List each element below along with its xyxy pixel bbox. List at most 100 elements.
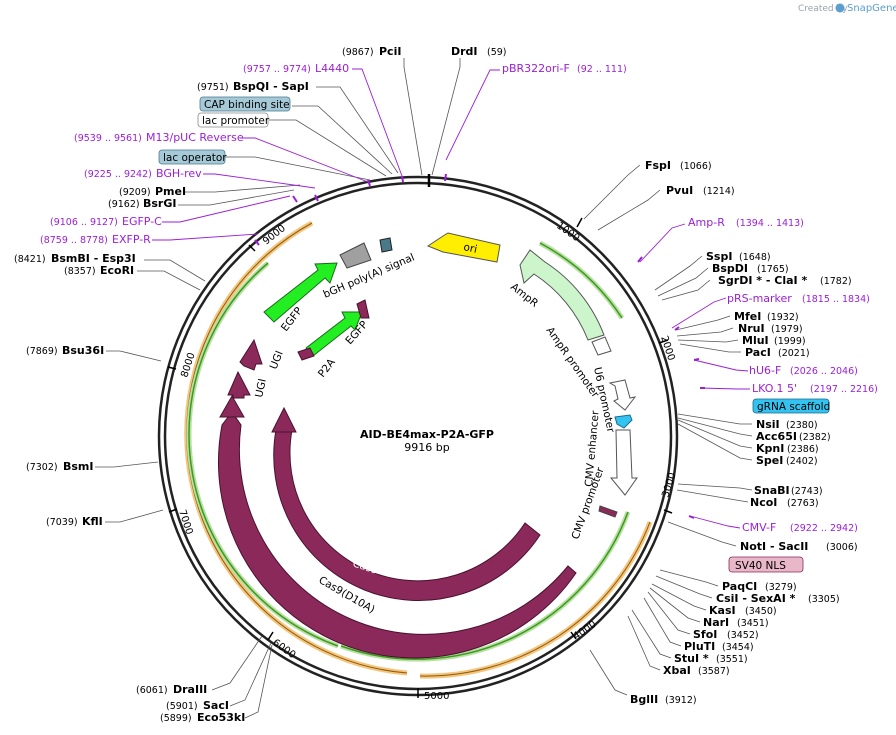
site-pos-snabi: (2743)	[791, 486, 823, 497]
primer-mark	[693, 358, 700, 361]
site-pluti[interactable]: PluTI	[684, 640, 715, 653]
primer-mark	[444, 173, 447, 182]
site-drdi[interactable]: DrdI	[451, 45, 478, 58]
cap-binding-site-label: CAP binding site	[204, 99, 290, 111]
site-bsrgi[interactable]: BsrGI	[143, 197, 176, 210]
ampr-promoter-arrow[interactable]	[591, 336, 612, 356]
site-pos-sspi: (1648)	[739, 252, 771, 263]
tick-mark	[267, 631, 274, 641]
cmv-enhancer-arrow[interactable]	[609, 429, 638, 496]
site-pos-acc65i: (2382)	[799, 432, 831, 443]
site-pvui[interactable]: PvuI	[666, 184, 693, 197]
site-nrui[interactable]: NruI	[738, 322, 765, 335]
site-pmei[interactable]: PmeI	[155, 185, 186, 198]
p2a-arrow[interactable]	[297, 347, 315, 361]
primer-mark	[292, 195, 298, 203]
ampr-label: AmpR	[508, 281, 540, 310]
leader-line	[583, 164, 641, 220]
primer-hu6-f[interactable]: hU6-F	[749, 364, 781, 377]
site-bspdi-clai[interactable]: SgrDI * - ClaI *	[718, 274, 807, 287]
site-bglii[interactable]: BglII	[630, 693, 658, 706]
site-kasi[interactable]: KasI	[709, 604, 736, 617]
grna-scaffold-arrow[interactable]	[614, 414, 633, 429]
cas9-d10a-arc[interactable]	[217, 411, 577, 659]
ugi-arrow-1[interactable]	[227, 370, 251, 399]
primer-pbr322ori-f[interactable]: pBR322ori-F	[502, 62, 570, 75]
cmv-promoter-arrow[interactable]	[598, 505, 618, 518]
primer-m13-puc-reverse[interactable]: M13/pUC Reverse	[146, 131, 244, 144]
leader-line	[651, 583, 707, 611]
site-kpni[interactable]: KpnI	[756, 442, 784, 455]
site-mfei[interactable]: MfeI	[734, 310, 761, 323]
site-paqci[interactable]: PaqCI	[722, 580, 757, 593]
site-xbai[interactable]: XbaI	[663, 664, 691, 677]
egfp-arrow-2[interactable]	[305, 311, 363, 357]
ugi-arrow-2[interactable]	[239, 338, 263, 371]
site-bspqi-sapi[interactable]: BspQI - SapI	[233, 80, 309, 93]
site-sgrdi[interactable]: BspDI	[712, 262, 748, 275]
site-bsu36i[interactable]: Bsu36I	[62, 344, 104, 357]
bgh-polya-box[interactable]	[339, 242, 372, 269]
site-saci[interactable]: SacI	[203, 699, 229, 712]
primer-cmv-f[interactable]: CMV-F	[742, 521, 776, 534]
primer-range-m13: (9539 .. 9561)	[74, 133, 142, 144]
site-csii-sexai[interactable]: CsiI - SexAI *	[716, 592, 796, 605]
site-pos-mfei: (1932)	[767, 312, 799, 323]
site-snabi[interactable]: SnaBI	[754, 484, 790, 497]
leader-line	[106, 350, 162, 362]
site-bsmi[interactable]: BsmI	[63, 460, 94, 473]
site-nsii[interactable]: NsiI	[756, 418, 780, 431]
site-kfli[interactable]: KflI	[82, 515, 103, 528]
primer-range-cmv-f: (2922 .. 2942)	[790, 523, 858, 534]
site-noti-sacii[interactable]: NotI - SacII	[740, 540, 808, 553]
site-sspi[interactable]: SspI	[706, 250, 732, 263]
primer-range-exfp-r: (8759 .. 8778)	[40, 235, 108, 246]
primer-amp-r[interactable]: Amp-R	[688, 216, 725, 229]
site-ncoi[interactable]: NcoI	[750, 496, 777, 509]
cas9-d10a-arrowhead	[219, 394, 245, 418]
ori-arrow[interactable]	[426, 232, 501, 263]
primer-exfp-r[interactable]: EXFP-R	[112, 233, 151, 246]
site-spei[interactable]: SpeI	[756, 454, 783, 467]
primer-egfp-c[interactable]: EGFP-C	[122, 215, 162, 228]
site-mlui[interactable]: MluI	[742, 334, 769, 347]
cas9-arc[interactable]	[273, 429, 541, 601]
lac-operator-box[interactable]	[158, 149, 226, 165]
lac-promoter-label: lac promoter	[202, 115, 270, 127]
lac-promoter-box[interactable]	[197, 112, 269, 128]
cap-binding-site-box[interactable]	[199, 96, 291, 112]
primer-mark	[401, 175, 404, 183]
primer-leader-line	[152, 233, 259, 241]
u6-promoter-arrow[interactable]	[608, 379, 637, 411]
primer-lko1-5[interactable]: LKO.1 5'	[752, 382, 797, 395]
egfp-arrow-1[interactable]	[263, 262, 338, 323]
tick-label-3000: 3000	[660, 471, 678, 499]
site-draiii[interactable]: DraIII	[173, 683, 207, 696]
primer-range-amp-r: (1394 .. 1413)	[736, 218, 804, 229]
site-pos-fspi: (1066)	[680, 161, 712, 172]
primer-prs-marker[interactable]: pRS-marker	[727, 292, 792, 305]
leader-line	[649, 587, 701, 623]
site-pcii[interactable]: PciI	[379, 45, 401, 58]
grna-scaffold-box[interactable]	[752, 398, 830, 414]
site-paci[interactable]: PacI	[745, 346, 771, 359]
ampr-arrow[interactable]	[519, 249, 605, 341]
site-pos-sgrdi: (1765)	[757, 264, 789, 275]
leader-line	[292, 105, 393, 175]
site-pos-eco53ki: (5899)	[160, 713, 192, 724]
leader-line	[225, 156, 371, 181]
site-bsmbi-esp3i[interactable]: BsmBI - Esp3I	[51, 252, 136, 265]
site-acc65i[interactable]: Acc65I	[756, 430, 797, 443]
site-eco53ki[interactable]: Eco53kI	[197, 711, 245, 724]
site-sfoi[interactable]: SfoI	[693, 628, 717, 641]
sv40-nls-box[interactable]	[728, 556, 804, 573]
tick-mark	[576, 217, 583, 228]
site-stui[interactable]: StuI *	[674, 652, 709, 665]
primer-l4440[interactable]: L4440	[315, 62, 349, 75]
site-fspi[interactable]: FspI	[645, 159, 671, 172]
primer-leader-line	[445, 69, 500, 161]
site-nari[interactable]: NarI	[703, 616, 729, 629]
primer-bgh-rev[interactable]: BGH-rev	[156, 167, 202, 180]
site-ecori[interactable]: EcoRI	[100, 264, 134, 277]
green-band-left	[186, 261, 339, 649]
